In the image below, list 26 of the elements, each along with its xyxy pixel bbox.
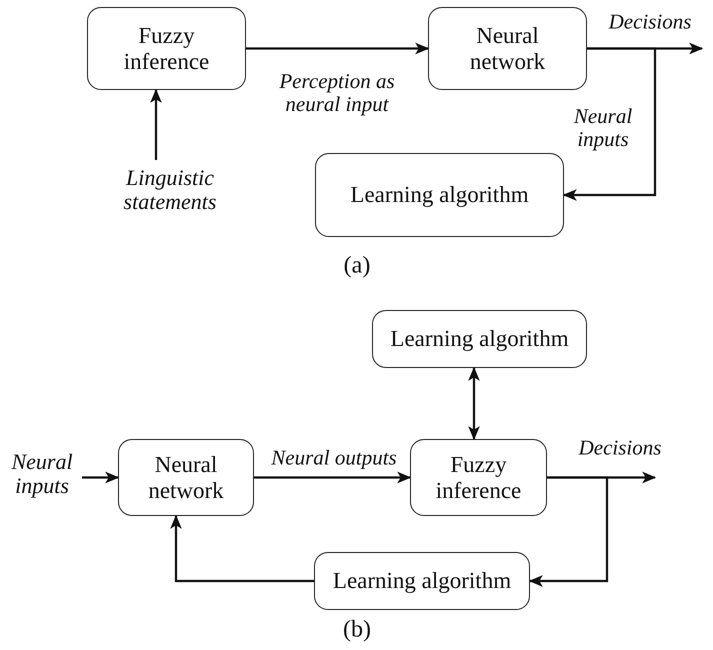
input-label: Neural inputs [10, 450, 74, 498]
panel-label: (a) [344, 252, 370, 280]
process-box [428, 7, 587, 90]
process-box [410, 439, 547, 516]
arrow [82, 472, 120, 484]
process-box [372, 310, 587, 368]
arrow [468, 366, 480, 440]
box-label: Learning algorithm [350, 182, 529, 208]
box-label: Learning algorithm [332, 568, 512, 594]
process-box [314, 552, 530, 610]
box-label: Fuzzy inference [434, 452, 522, 503]
box-label: Neural network [147, 452, 225, 503]
input-label: Linguistic statements [122, 166, 218, 214]
arrow [246, 42, 430, 54]
arrow [562, 47, 656, 201]
box-label: Learning algorithm [390, 326, 569, 352]
box-label: Fuzzy inference [122, 23, 210, 74]
panel-label: (b) [343, 616, 371, 644]
process-box [315, 153, 564, 237]
arrow [254, 472, 412, 484]
arrow [170, 514, 314, 582]
arrow [528, 476, 608, 587]
process-box [118, 439, 254, 516]
process-box [87, 7, 246, 90]
box-label: Neural network [468, 23, 546, 74]
arrow [150, 88, 162, 160]
